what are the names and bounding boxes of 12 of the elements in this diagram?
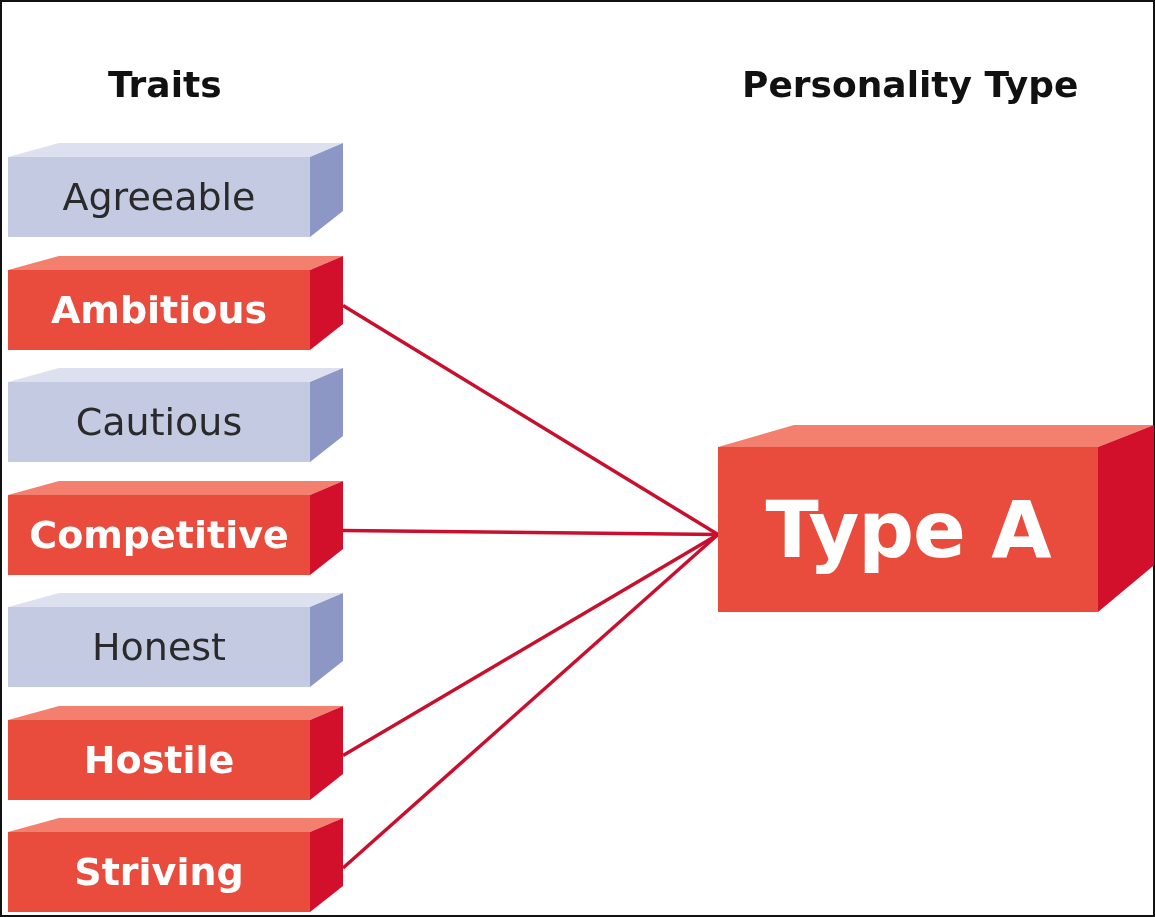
column-heading: Personality Type <box>742 64 1079 105</box>
trait-label: Competitive <box>29 512 289 557</box>
trait-label: Agreeable <box>62 175 256 219</box>
connector-line <box>342 304 719 536</box>
type-label: Type A <box>765 484 1051 575</box>
trait-label: Hostile <box>83 737 235 782</box>
trait-label: Ambitious <box>50 287 268 332</box>
column-heading: Traits <box>108 64 222 105</box>
connector-line <box>343 528 718 537</box>
trait-label: Striving <box>74 850 244 894</box>
trait-label: Honest <box>92 625 226 669</box>
trait-label: Cautious <box>75 400 243 444</box>
